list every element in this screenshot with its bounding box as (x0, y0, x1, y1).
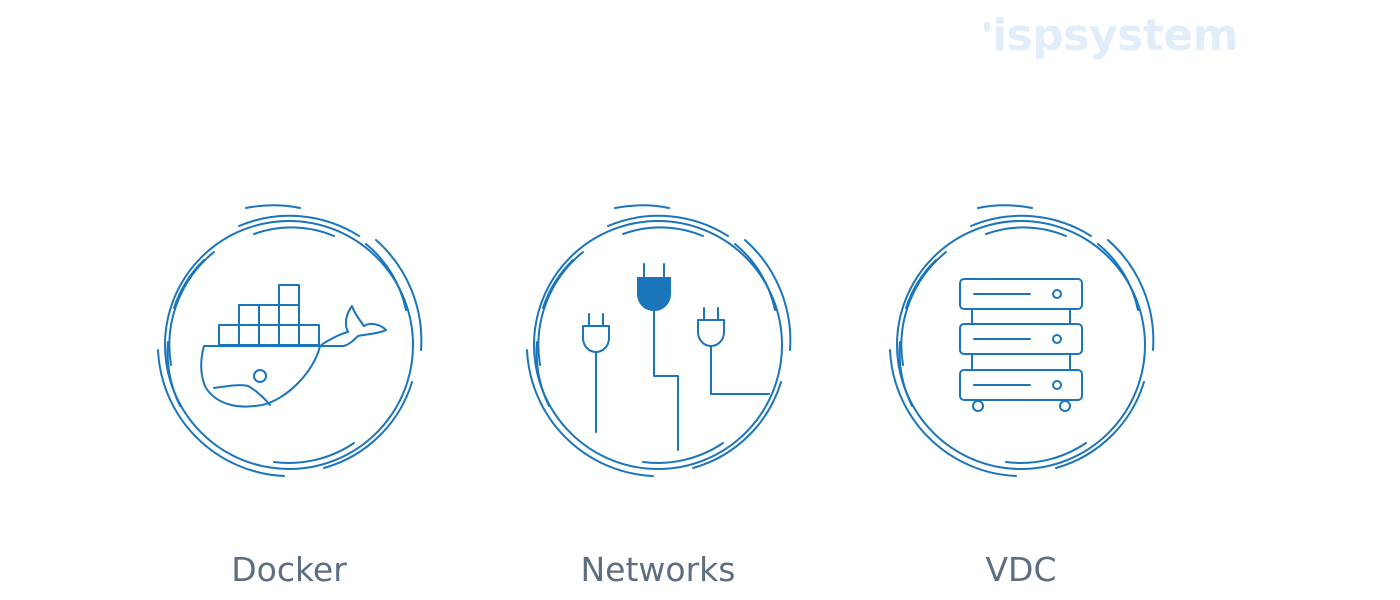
server-rack-icon (889, 204, 1155, 477)
ispsystem-logo: ispsystem (982, 8, 1252, 68)
feature-networks: Networks (513, 200, 803, 600)
feature-docker: Docker (144, 200, 434, 600)
feature-vdc: VDC (876, 200, 1166, 600)
docker-whale-icon (157, 204, 423, 477)
logo-dot (984, 22, 990, 32)
feature-label-vdc: VDC (985, 550, 1057, 589)
feature-label-docker: Docker (231, 550, 347, 589)
network-plugs-icon (526, 204, 792, 477)
feature-label-networks: Networks (580, 550, 736, 589)
logo-text: ispsystem (992, 10, 1239, 61)
